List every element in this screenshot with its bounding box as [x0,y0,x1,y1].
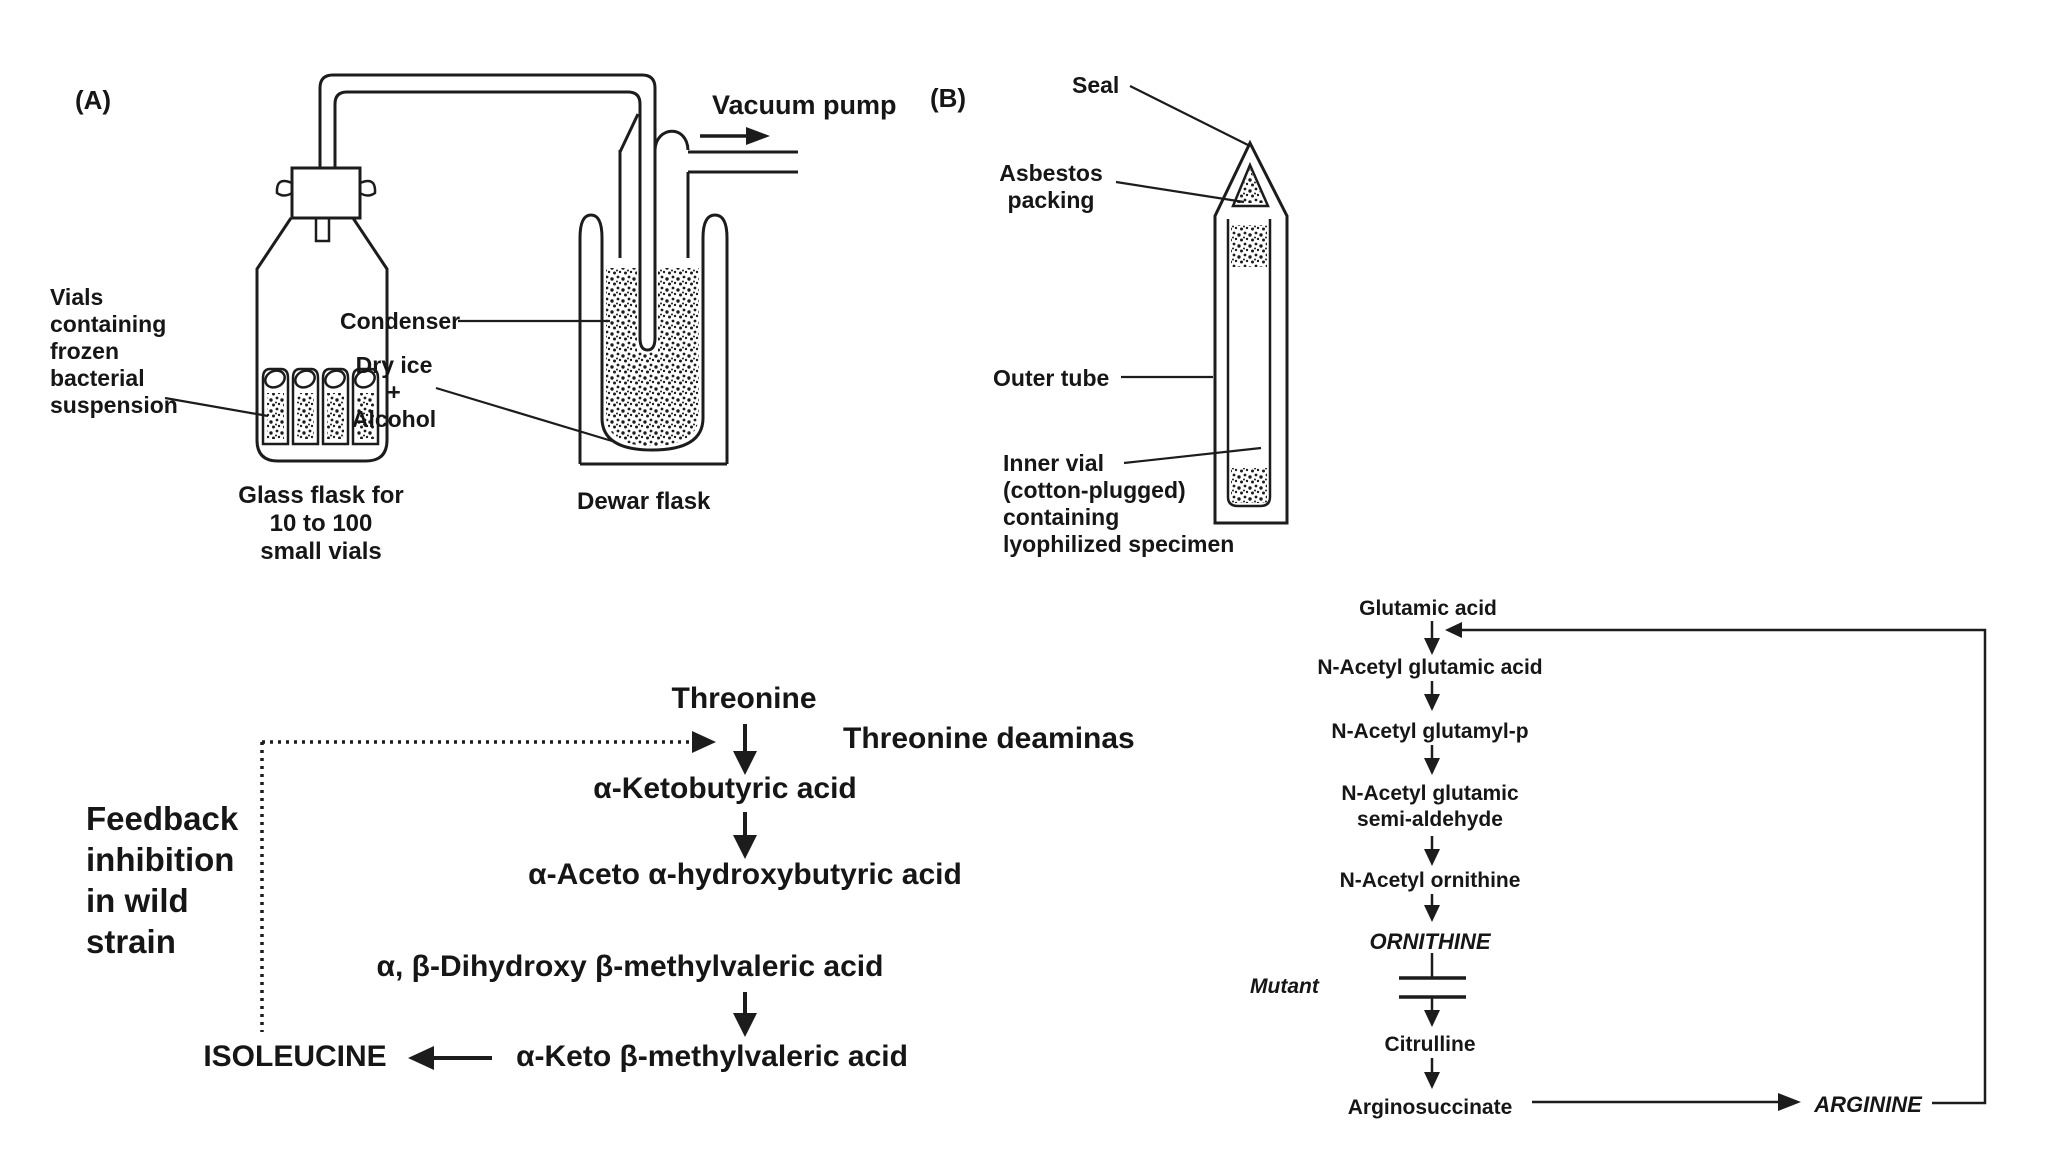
pathway-step-arginosuccinate: Arginosuccinate [1347,1096,1513,1119]
ampoule-drawing [1115,85,1289,525]
pathway-step-aceto-hydroxybutyric: α-Aceto α-hydroxybutyric acid [528,858,962,891]
arginine-pathway-arrows [1399,621,1987,1111]
glass-flask-drawing [255,73,657,463]
vacuum-arrow [700,127,770,145]
inner-vial-label: Inner vial (cotton-plugged) containing l… [1003,450,1235,557]
threonine-deaminase-label: Threonine deaminas [843,722,1135,755]
pathway-step-threonine: Threonine [671,682,817,715]
isoleucine-pathway-arrows [260,724,757,1070]
pathway-step-n-acetyl-glutamic-acid: N-Acetyl glutamic acid [1317,656,1543,679]
vials-label: Vials containing frozen bacterial suspen… [50,284,178,418]
feedback-inhibition-label: Feedback inhibition in wild strain [86,800,239,960]
pathway-step-keto-methylvaleric: α-Keto β-methylvaleric acid [516,1040,908,1073]
glass-flask-caption: Glass flask for 10 to 100 small vials [238,482,404,565]
pathway-product-isoleucine: ISOLEUCINE [203,1040,387,1073]
pathway-step-citrulline: Citrulline [1384,1033,1476,1056]
condenser-label: Condenser [340,308,461,334]
pathway-step-ketobutyric: α-Ketobutyric acid [593,772,857,805]
dewar-condenser-drawing [578,113,798,466]
vials-drawing [261,367,380,446]
dewar-flask-caption: Dewar flask [577,488,711,515]
asbestos-packing-label: Asbestos packing [999,160,1103,213]
outer-tube-label: Outer tube [993,365,1110,391]
panel-b-tag: (B) [930,83,967,113]
pathway-step-n-acetyl-glutamic-semialdehyde: N-Acetyl glutamic semi-aldehyde [1341,782,1519,831]
panel-a-leader-lines [164,319,613,443]
vacuum-pump-label: Vacuum pump [712,90,897,120]
pathway-step-dihydroxy-methylvaleric: α, β-Dihydroxy β-methylvaleric acid [376,950,884,983]
pathway-step-glutamic-acid: Glutamic acid [1359,597,1497,620]
pathway-step-ornithine: ORNITHINE [1369,929,1491,954]
mutant-label: Mutant [1250,975,1319,998]
pathway-step-n-acetyl-ornithine: N-Acetyl ornithine [1339,869,1521,892]
dry-ice-label: Dry ice + Alcohol [351,352,437,432]
pathway-product-arginine: ARGININE [1814,1092,1922,1117]
pathway-step-n-acetyl-glutamyl-p: N-Acetyl glutamyl-p [1331,720,1529,743]
seal-label: Seal [1072,72,1120,98]
panel-a-tag: (A) [75,85,112,115]
